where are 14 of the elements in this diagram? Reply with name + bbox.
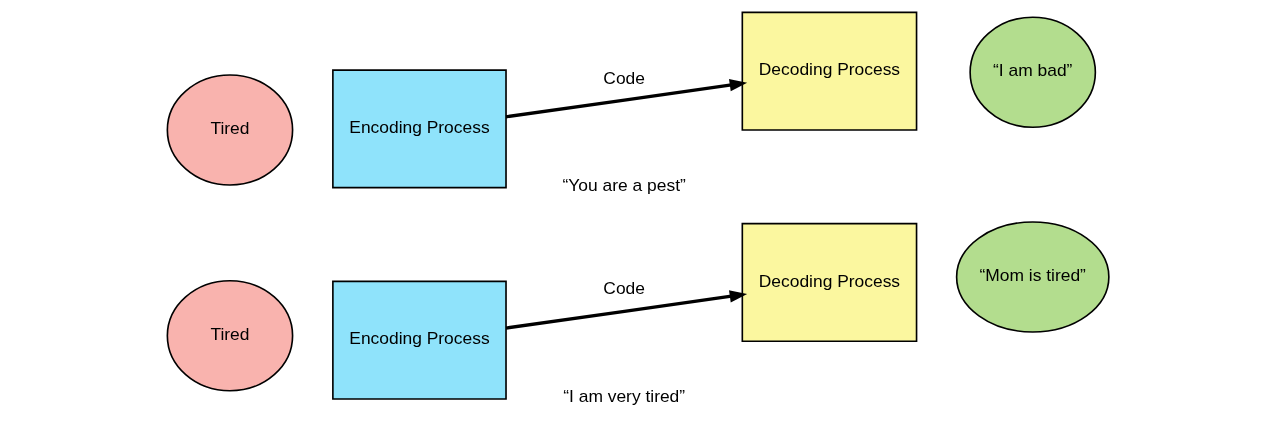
node-ellipse: “I am bad” [969,16,1097,129]
edge-label: Code [603,68,645,89]
node-box: Decoding Process [741,222,918,343]
node-box: Decoding Process [741,11,918,131]
edge-label: Code [603,278,645,299]
node-ellipse: “Mom is tired” [955,221,1110,333]
label: “I am very tired” [563,385,686,406]
node-ellipse: Tired [166,74,294,186]
arrow [505,79,748,119]
arrow [505,290,748,330]
node-box: Encoding Process [332,69,507,189]
node-box: Encoding Process [332,280,507,400]
node-ellipse: Tired [166,279,294,392]
label: “You are a pest” [562,174,686,195]
